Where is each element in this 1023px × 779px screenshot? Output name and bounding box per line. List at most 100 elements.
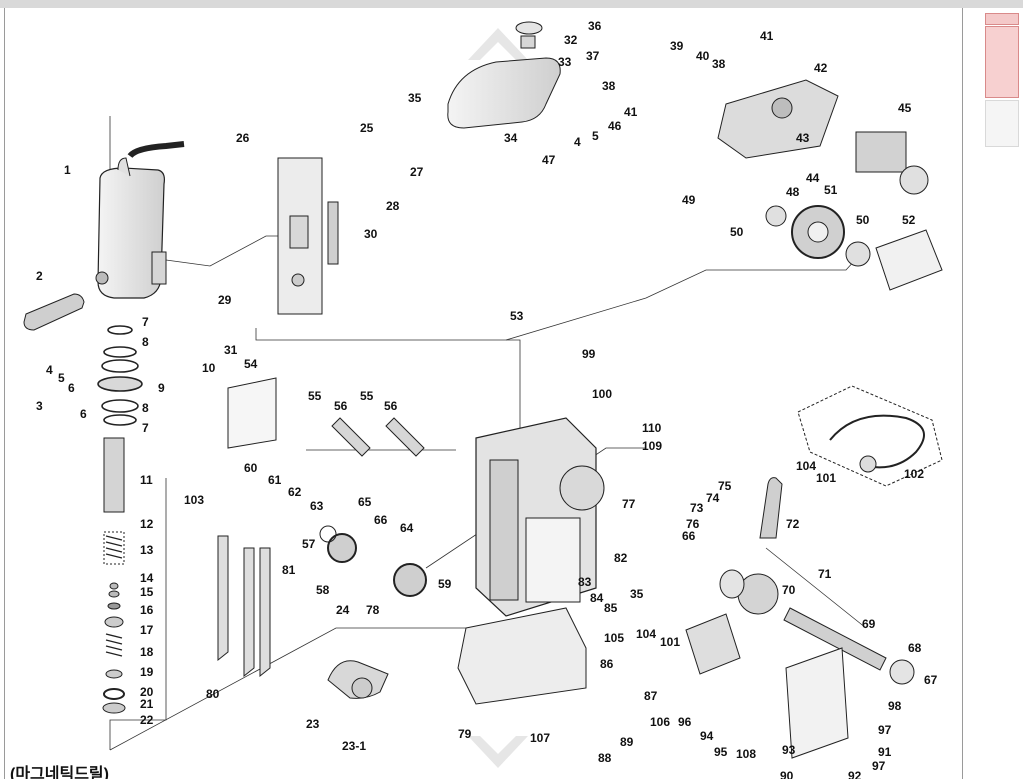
part-74: 74 [706,491,720,505]
clamp-part-23 [327,660,389,699]
part-50b: 50 [856,213,870,227]
part-35b: 35 [630,587,644,601]
part-109: 109 [642,439,662,453]
rack-part-30 [327,201,339,265]
thumbnail-sidebar [963,8,1023,779]
part-106: 106 [650,715,670,729]
part-72: 72 [786,517,800,531]
part-4: 4 [46,363,53,377]
part-21: 21 [140,697,154,711]
part-36: 36 [588,19,602,33]
part-number-labels: 1 2 3 4 5 6 6 7 8 8 7 9 10 11 12 13 14 1… [36,19,938,779]
part-65: 65 [358,495,372,509]
pins-part-56 [331,417,425,457]
part-28: 28 [386,199,400,213]
part-37: 37 [586,49,600,63]
part-6: 6 [68,381,75,395]
part-46: 46 [608,119,622,133]
part-56b: 56 [384,399,398,413]
gear-part-51 [765,205,871,267]
part-85: 85 [604,601,618,615]
part-86: 86 [600,657,614,671]
part-15: 15 [140,585,154,599]
part-57: 57 [302,537,316,551]
part-60: 60 [244,461,258,475]
part-10: 10 [202,361,216,375]
side-handle-part-2 [23,293,85,331]
part-52: 52 [902,213,916,227]
panel-part-93 [785,647,849,759]
part-41b: 41 [624,105,638,119]
part-107: 107 [530,731,550,745]
part-82: 82 [614,551,628,565]
part-104b: 104 [636,627,656,641]
part-61: 61 [268,473,282,487]
part-91: 91 [878,745,892,759]
right-border [962,8,963,779]
top-bar [0,0,1023,8]
part-50: 50 [730,225,744,239]
switch-box-part-96 [685,613,741,675]
part-25: 25 [360,121,374,135]
part-23-1: 23-1 [342,739,366,753]
part-87: 87 [644,689,658,703]
part-84: 84 [590,591,604,605]
part-96: 96 [678,715,692,729]
part-6b: 6 [80,407,87,421]
exploded-parts-diagram: 1 2 3 4 5 6 6 7 8 8 7 9 10 11 12 13 14 1… [10,19,943,779]
thumbnail-page-current[interactable] [985,26,1019,98]
part-104: 104 [796,459,816,473]
part-7: 7 [142,315,149,329]
part-18: 18 [140,645,154,659]
part-20: 20 [140,685,154,699]
part-30: 30 [364,227,378,241]
pinion-gears [319,525,427,597]
part-4b: 4 [574,135,581,149]
part-1: 1 [64,163,71,177]
part-90: 90 [780,769,794,779]
part-67: 67 [924,673,938,687]
part-75: 75 [718,479,732,493]
part-55b: 55 [360,389,374,403]
part-32: 32 [564,33,578,47]
slide-rails [217,535,271,678]
part-66b: 66 [682,529,696,543]
part-44: 44 [806,171,820,185]
part-35: 35 [408,91,422,105]
part-92: 92 [848,769,862,779]
part-101b: 101 [660,635,680,649]
part-66: 66 [374,513,388,527]
part-64: 64 [400,521,414,535]
part-27: 27 [410,165,424,179]
part-79: 79 [458,727,472,741]
part-78: 78 [366,603,380,617]
part-102: 102 [904,467,924,481]
part-98: 98 [888,699,902,713]
part-8b: 8 [142,401,149,415]
main-frame-part-53 [475,417,605,617]
part-83: 83 [578,575,592,589]
part-42: 42 [814,61,828,75]
part-47: 47 [542,153,556,167]
part-11: 11 [140,473,153,487]
part-108: 108 [736,747,756,761]
gear-housing-part-42 [717,79,839,159]
power-cord-part-102 [797,385,943,487]
part-101: 101 [816,471,836,485]
thumbnail-page-next[interactable] [985,100,1019,147]
part-49: 49 [682,193,696,207]
part-105: 105 [604,631,624,645]
part-110: 110 [642,421,662,435]
part-24: 24 [336,603,350,617]
part-23: 23 [306,717,320,731]
motor-housing-part-1 [95,141,185,299]
part-5b: 5 [592,129,599,143]
motor-part-45 [855,131,929,195]
part-71: 71 [818,567,832,581]
part-94: 94 [700,729,714,743]
part-3: 3 [36,399,43,413]
part-38b: 38 [712,57,726,71]
thumbnail-header[interactable] [985,13,1019,25]
part-33: 33 [558,55,572,69]
ring-stack [97,325,143,426]
